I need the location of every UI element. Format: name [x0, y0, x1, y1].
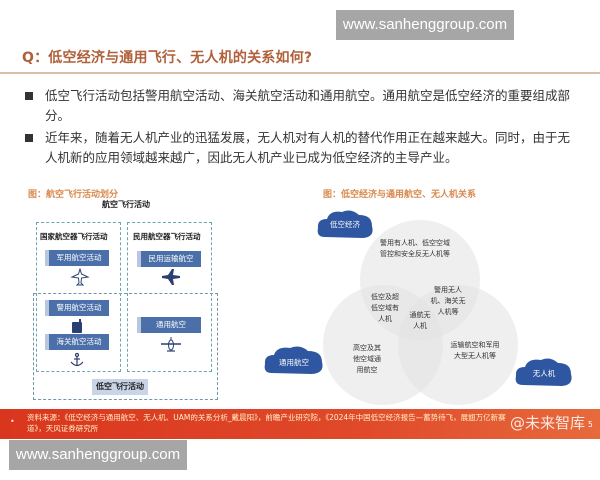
left-figure-caption: 图：航空飞行活动划分 — [28, 190, 119, 200]
region-left-text: 高空及其他空域通用航空 — [353, 344, 381, 374]
slide-title: Q：低空经济与通用飞行、无人机的关系如何? — [22, 50, 313, 66]
civil-aircraft-boundary — [127, 222, 212, 372]
cloud-low-altitude-economy: 低空经济 — [315, 207, 375, 243]
cloud-label: 无人机 — [532, 369, 556, 378]
region-center-text: 通航无人机 — [409, 311, 431, 330]
bullet-item: 低空飞行活动包括警用航空活动、海关航空活动和通用航空。通用航空是低空经济的重要组… — [22, 86, 582, 126]
region-top-text: 警用有人机、低空空域管控和安全反无人机等 — [380, 239, 450, 258]
bullet-text: 低空飞行活动包括警用航空活动、海关航空活动和通用航空。通用航空是低空经济的重要组… — [45, 88, 571, 123]
cloud-label: 低空经济 — [330, 220, 360, 229]
police-aviation-box: 警用航空活动 — [45, 300, 109, 316]
brand-watermark: @未来智库 — [510, 414, 586, 432]
aviation-activity-title: 航空飞行活动 — [102, 200, 150, 209]
low-altitude-boundary — [33, 293, 218, 400]
jet-icon — [160, 268, 180, 290]
venn-circle-right — [398, 285, 518, 405]
page-number: 5 — [588, 420, 593, 429]
region-right-text: 运输航空和军用大型无人机等 — [450, 341, 500, 360]
square-bullet-icon — [25, 134, 33, 142]
watermark-bottom: www.sanhenggroup.com — [9, 440, 187, 470]
general-aviation-box: 通用航空 — [137, 317, 201, 333]
cloud-drone: 无人机 — [513, 355, 575, 391]
civil-group-label: 民用航空器飞行活动 — [133, 232, 201, 241]
cloud-general-aviation: 通用航空 — [262, 343, 326, 379]
military-aviation-box: 军用航空活动 — [45, 250, 109, 266]
cloud-label: 通用航空 — [279, 358, 309, 367]
watermark-top: www.sanhenggroup.com — [336, 10, 514, 40]
bullet-list: 低空飞行活动包括警用航空活动、海关航空活动和通用航空。通用航空是低空经济的重要组… — [22, 86, 582, 170]
footer-bullet: • — [10, 417, 15, 426]
square-bullet-icon — [25, 92, 33, 100]
airplane-outline-icon — [70, 267, 90, 290]
title-divider — [0, 72, 600, 74]
source-text: 资料来源：《低空经济与通用航空、无人机、UAM的关系分析_戴晨阳》，前瞻产业研究… — [27, 413, 506, 433]
national-aircraft-boundary — [36, 222, 121, 372]
region-top-left-text: 低空及超低空域有人机 — [371, 293, 399, 323]
bullet-item: 近年来，随着无人机产业的迅猛发展，无人机对有人机的替代作用正在越来越大。同时，由… — [22, 128, 582, 168]
radio-icon — [70, 318, 84, 337]
source-footer: • 资料来源：《低空经济与通用航空、无人机、UAM的关系分析_戴晨阳》，前瞻产业… — [0, 409, 600, 439]
customs-aviation-box: 海关航空活动 — [45, 334, 109, 350]
civil-transport-box: 民用运输航空 — [137, 251, 201, 267]
bullet-text: 近年来，随着无人机产业的迅猛发展，无人机对有人机的替代作用正在越来越大。同时，由… — [45, 130, 571, 165]
region-top-right-text: 警用无人机、海关无人机等 — [430, 286, 466, 316]
anchor-icon — [68, 352, 86, 372]
right-figure-caption: 图：低空经济与通用航空、无人机关系 — [323, 190, 477, 200]
national-group-label: 国家航空器飞行活动 — [40, 232, 108, 241]
propeller-plane-icon — [160, 336, 182, 358]
low-altitude-activity-label: 低空飞行活动 — [92, 379, 148, 395]
